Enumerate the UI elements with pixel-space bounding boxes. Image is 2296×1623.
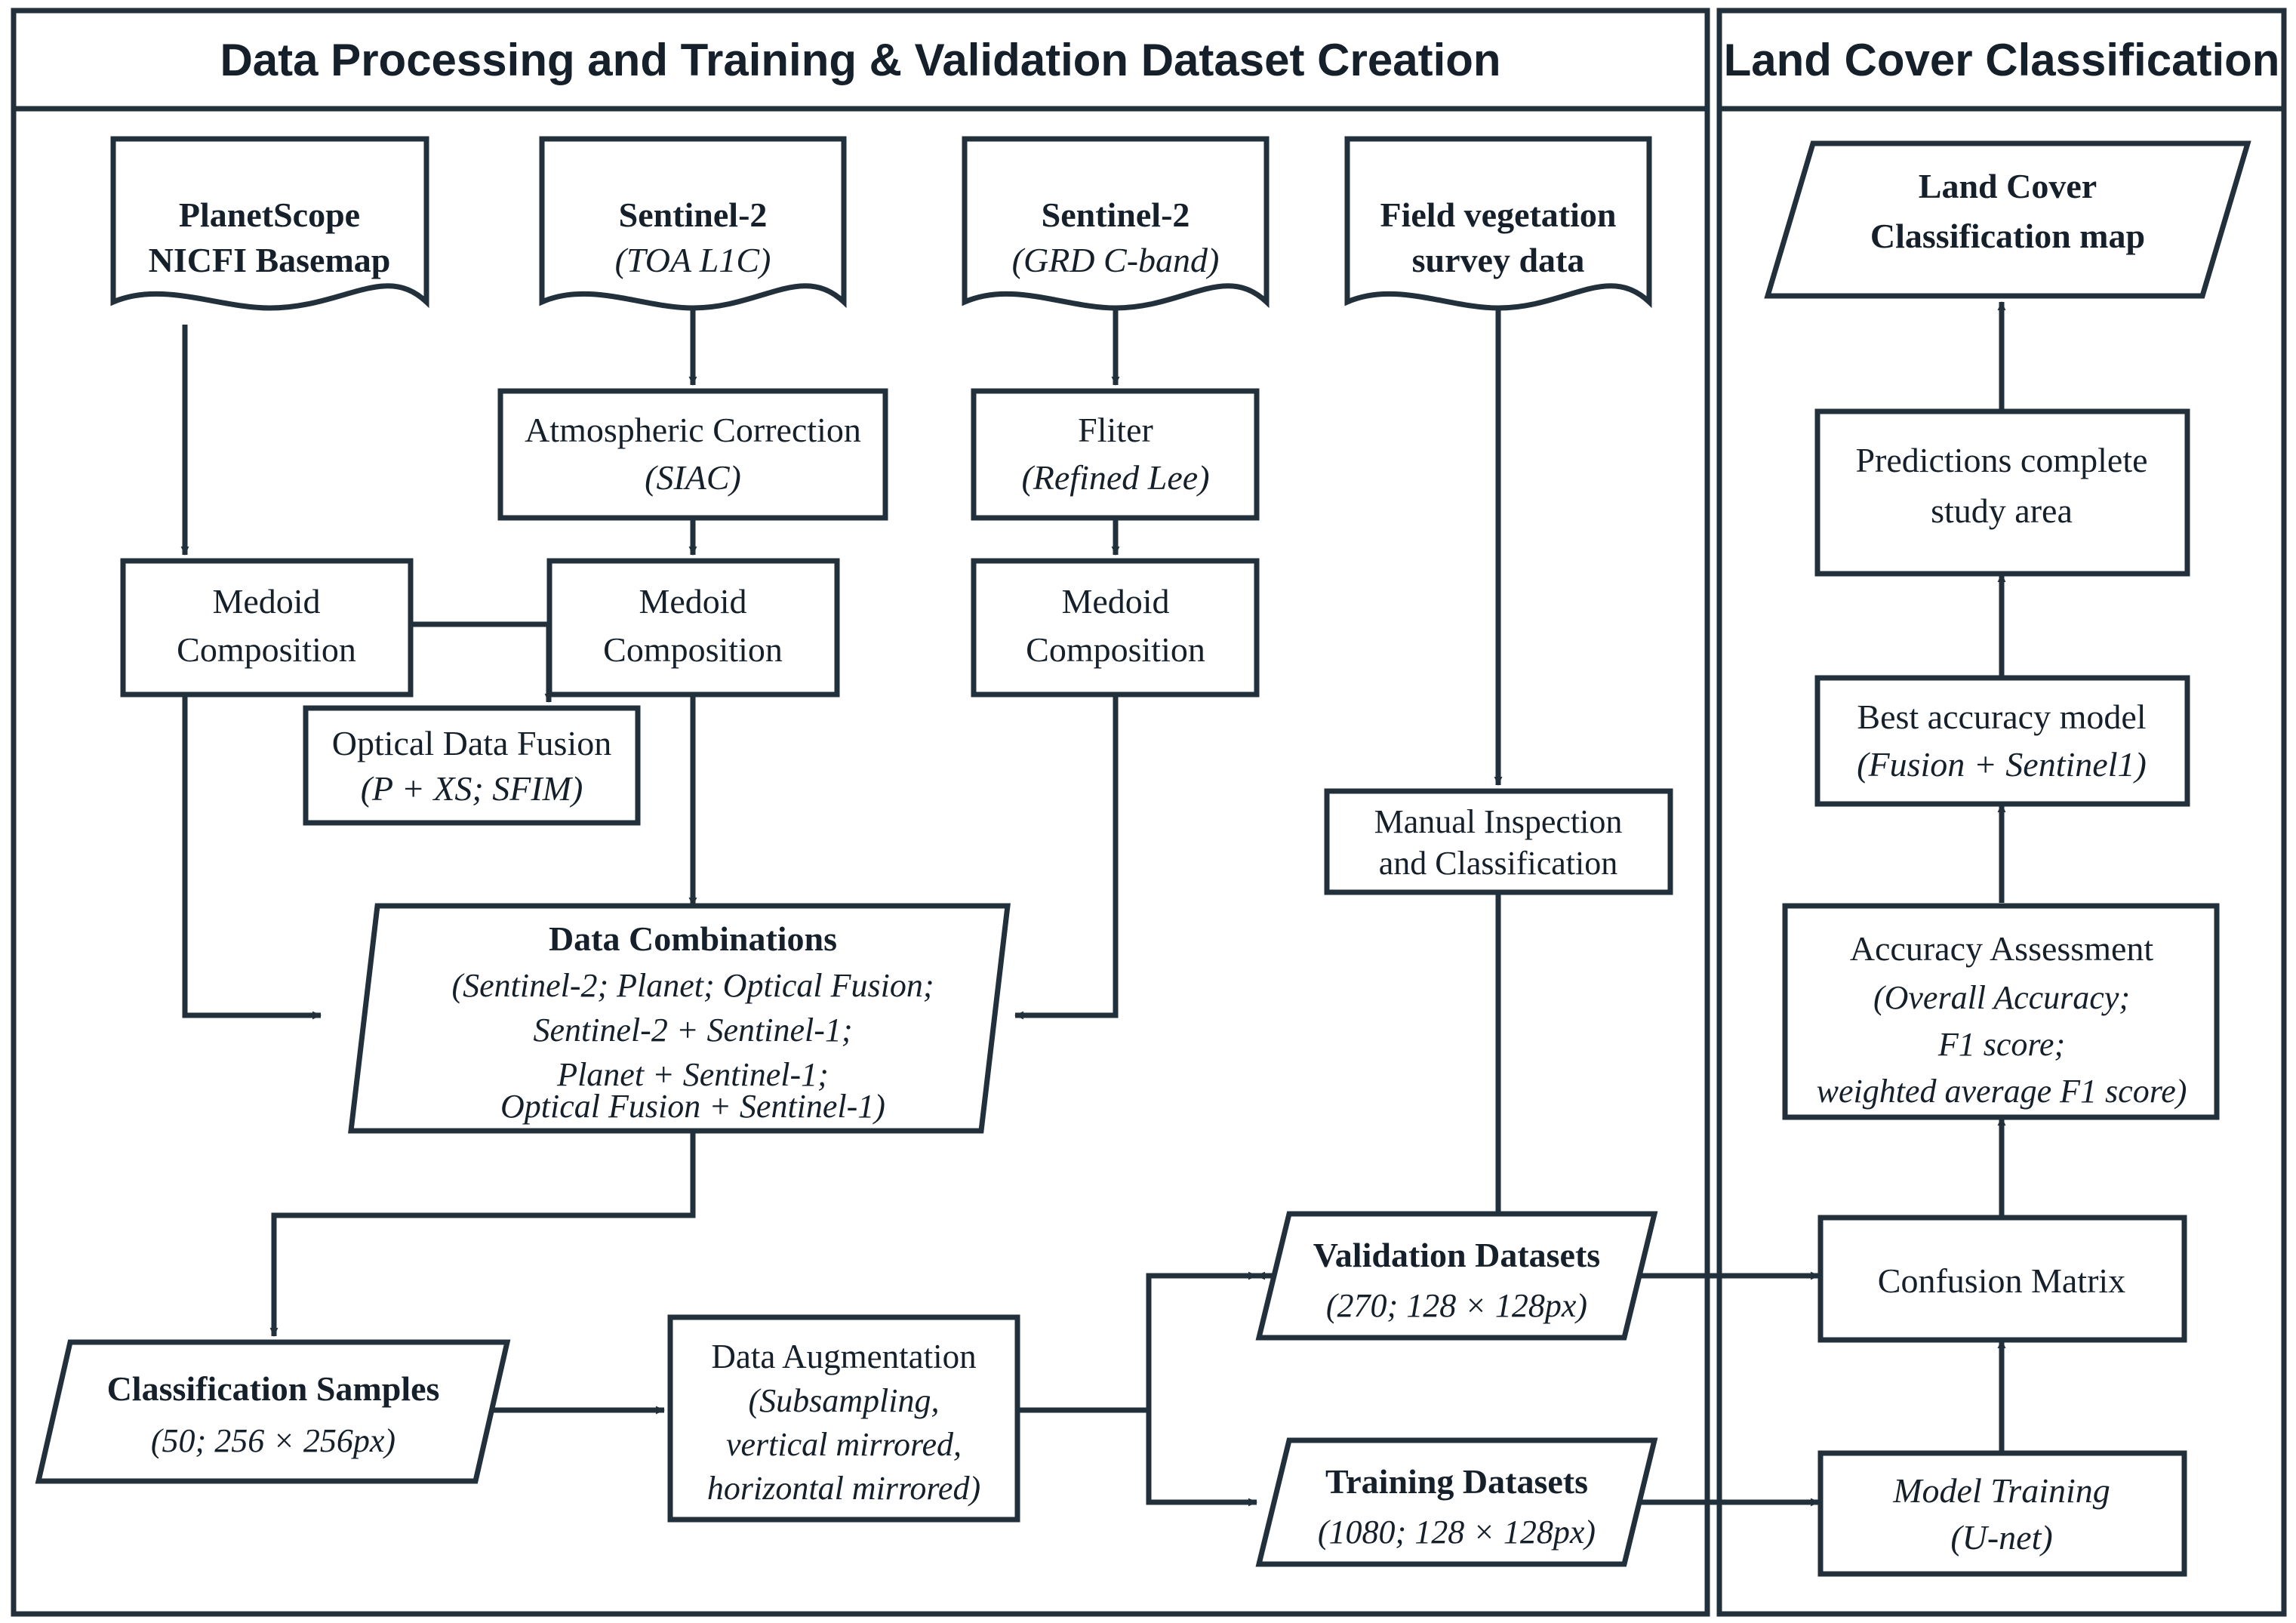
filter-line1: Fliter [1078, 411, 1153, 449]
edge-datacomb-samples [269, 1131, 696, 1337]
planetscope-line2: NICFI Basemap [149, 241, 391, 279]
atmos-corr-line2: (SIAC) [645, 458, 741, 497]
data-augmentation-line1: Data Augmentation [711, 1338, 976, 1375]
accuracy-assessment-line-0: (Overall Accuracy; [1873, 979, 2130, 1016]
data-combinations-title: Data Combinations [549, 919, 837, 958]
classification-samples-line-0: (50; 256 × 256px) [151, 1422, 395, 1459]
best-model-line2: (Fusion + Sentinel1) [1857, 745, 2147, 784]
medoid-s2-line2: Composition [603, 630, 783, 669]
data-augmentation-line-0: (Subsampling, [749, 1382, 940, 1419]
data-augmentation-line-1: vertical mirrored, [726, 1426, 962, 1463]
node-land-cover-map[interactable]: Land Cover Classification map [1764, 140, 2251, 299]
right-panel-title: Land Cover Classification [1724, 35, 2280, 85]
node-classification-samples[interactable]: Classification Samples (50; 256 × 256px) [35, 1339, 511, 1484]
manual-inspection-line1: Manual Inspection [1374, 803, 1623, 840]
right-panel: Land Cover Classification [1716, 8, 2287, 1617]
classification-samples-title: Classification Samples [107, 1369, 440, 1408]
left-panel-title: Data Processing and Training & Validatio… [220, 35, 1500, 85]
manual-inspection-line2: and Classification [1379, 845, 1618, 882]
optical-fusion-line1: Optical Data Fusion [332, 724, 612, 762]
model-training-line2: (U-net) [1950, 1518, 2052, 1557]
medoid-s1-line1: Medoid [1061, 582, 1169, 621]
data-combinations-line-0: (Sentinel-2; Planet; Optical Fusion; [451, 967, 934, 1004]
medoid-ps-line1: Medoid [212, 582, 320, 621]
predictions-line2: study area [1931, 491, 2073, 530]
data-augmentation-line-2: horizontal mirrored) [707, 1470, 980, 1507]
accuracy-assessment-line-1: F1 score; [1937, 1026, 2065, 1063]
node-accuracy-assessment[interactable]: Accuracy Assessment (Overall Accuracy; F… [1782, 903, 2220, 1120]
training-datasets-line-0: (1080; 128 × 128px) [1318, 1514, 1596, 1551]
land-cover-map-line1: Land Cover [1919, 167, 2097, 205]
node-medoid-composition-planetscope[interactable]: Medoid Composition [120, 558, 414, 698]
atmos-corr-line1: Atmospheric Correction [525, 411, 861, 449]
accuracy-assessment-line1: Accuracy Assessment [1850, 929, 2154, 968]
land-cover-map-line2: Classification map [1870, 217, 2145, 255]
node-validation-datasets[interactable]: Validation Datasets (270; 128 × 128px) [1255, 1211, 1658, 1341]
node-medoid-composition-sentinel1[interactable]: Medoid Composition [971, 558, 1260, 698]
predictions-line1: Predictions complete [1855, 441, 2147, 479]
model-training-line1: Model Training [1892, 1471, 2110, 1510]
accuracy-assessment-line-2: weighted average F1 score) [1817, 1073, 2187, 1110]
node-optical-data-fusion[interactable]: Optical Data Fusion (P + XS; SFIM) [303, 705, 641, 826]
node-manual-inspection[interactable]: Manual Inspection and Classification [1324, 788, 1673, 895]
node-training-datasets[interactable]: Training Datasets (1080; 128 × 128px) [1255, 1437, 1658, 1567]
sentinel2-toa-line1: Sentinel-2 [619, 196, 768, 234]
confusion-matrix-label: Confusion Matrix [1878, 1261, 2125, 1300]
planetscope-line1: PlanetScope [179, 196, 360, 234]
filter-line2: (Refined Lee) [1021, 458, 1209, 497]
node-sentinel2-toa[interactable]: Sentinel-2 (TOA L1C) [539, 136, 847, 311]
left-panel: Data Processing and Training & Validatio… [11, 8, 1710, 1617]
optical-fusion-line2: (P + XS; SFIM) [361, 769, 583, 808]
sentinel2-toa-line2: (TOA L1C) [615, 241, 771, 279]
data-combinations-line-1: Sentinel-2 + Sentinel-1; [533, 1012, 852, 1049]
node-best-accuracy-model[interactable]: Best accuracy model (Fusion + Sentinel1) [1814, 675, 2190, 807]
node-filter-refined-lee[interactable]: Fliter (Refined Lee) [971, 388, 1260, 521]
node-medoid-composition-sentinel2[interactable]: Medoid Composition [546, 558, 840, 698]
medoid-ps-line2: Composition [177, 630, 356, 669]
node-data-combinations[interactable]: Data Combinations (Sentinel-2; Planet; O… [348, 903, 1011, 1134]
node-data-augmentation[interactable]: Data Augmentation (Subsampling, vertical… [667, 1314, 1020, 1523]
edge-augment-training [1146, 1410, 1257, 1507]
sentinel2-grd-line1: Sentinel-2 [1042, 196, 1190, 234]
edge-augment-validation [1146, 1271, 1257, 1410]
node-atmospheric-correction[interactable]: Atmospheric Correction (SIAC) [497, 388, 888, 521]
field-survey-line1: Field vegetation [1380, 196, 1617, 234]
node-predictions[interactable]: Predictions complete study area [1814, 408, 2190, 577]
field-survey-line2: survey data [1412, 241, 1585, 279]
data-combinations-line-3: Optical Fusion + Sentinel-1) [500, 1088, 885, 1125]
node-field-survey[interactable]: Field vegetation survey data [1344, 136, 1652, 311]
node-confusion-matrix[interactable]: Confusion Matrix [1817, 1215, 2187, 1343]
medoid-s1-line2: Composition [1026, 630, 1205, 669]
data-combinations-line-2: Planet + Sentinel-1; [556, 1056, 829, 1093]
node-planetscope[interactable]: PlanetScope NICFI Basemap [110, 136, 429, 311]
medoid-s2-line1: Medoid [639, 582, 746, 621]
best-model-line1: Best accuracy model [1857, 698, 2146, 736]
edge-medoidps-datacomb [182, 694, 322, 1020]
node-sentinel2-grd[interactable]: Sentinel-2 (GRD C-band) [962, 136, 1270, 311]
node-model-training[interactable]: Model Training (U-net) [1817, 1450, 2187, 1577]
sentinel2-grd-line2: (GRD C-band) [1012, 241, 1220, 279]
edge-medoids1-datacomb [1014, 694, 1119, 1020]
validation-datasets-line-0: (270; 128 × 128px) [1326, 1287, 1587, 1324]
training-datasets-title: Training Datasets [1325, 1462, 1588, 1501]
connectors [180, 301, 2006, 1507]
validation-datasets-title: Validation Datasets [1313, 1236, 1600, 1274]
